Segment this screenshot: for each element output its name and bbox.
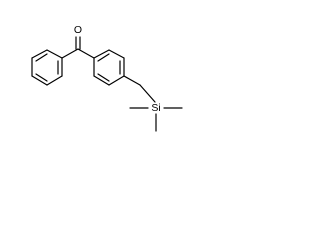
bond-carbonyl-to-right-ring [77, 48, 95, 59]
bond-ring1-3 [46, 75, 63, 86]
bond-ring2-3 [108, 75, 125, 86]
bond-ring2-inner-3 [97, 73, 110, 82]
bond-ring2-inner-1 [97, 53, 110, 62]
oxygen-atom-label: O [74, 24, 82, 36]
carbonyl-group: O [61, 24, 95, 59]
silicon-atom-label: Si [151, 102, 160, 114]
trimethylsilylmethyl-group: Si [123, 75, 183, 132]
bond-ring1-inner-3 [35, 73, 48, 82]
bond-left-ring-to-carbonyl [61, 48, 79, 59]
bond-ring1-6 [31, 49, 48, 59]
benzophenone-trimethylsilylmethyl-structure: O Si [31, 24, 183, 132]
bond-ring2-6 [93, 49, 110, 59]
bond-ring1-4 [31, 75, 48, 86]
bond-ring-to-ch2 [123, 75, 141, 86]
right-phenyl-ring [93, 49, 125, 86]
bond-ring1-inner-1 [35, 53, 48, 62]
bond-ch2-to-si [139, 84, 156, 103]
bond-ring2-5 [108, 49, 125, 59]
bond-ring2-2 [93, 75, 110, 86]
bond-ring1-1 [46, 49, 63, 59]
left-phenyl-ring [31, 49, 63, 86]
